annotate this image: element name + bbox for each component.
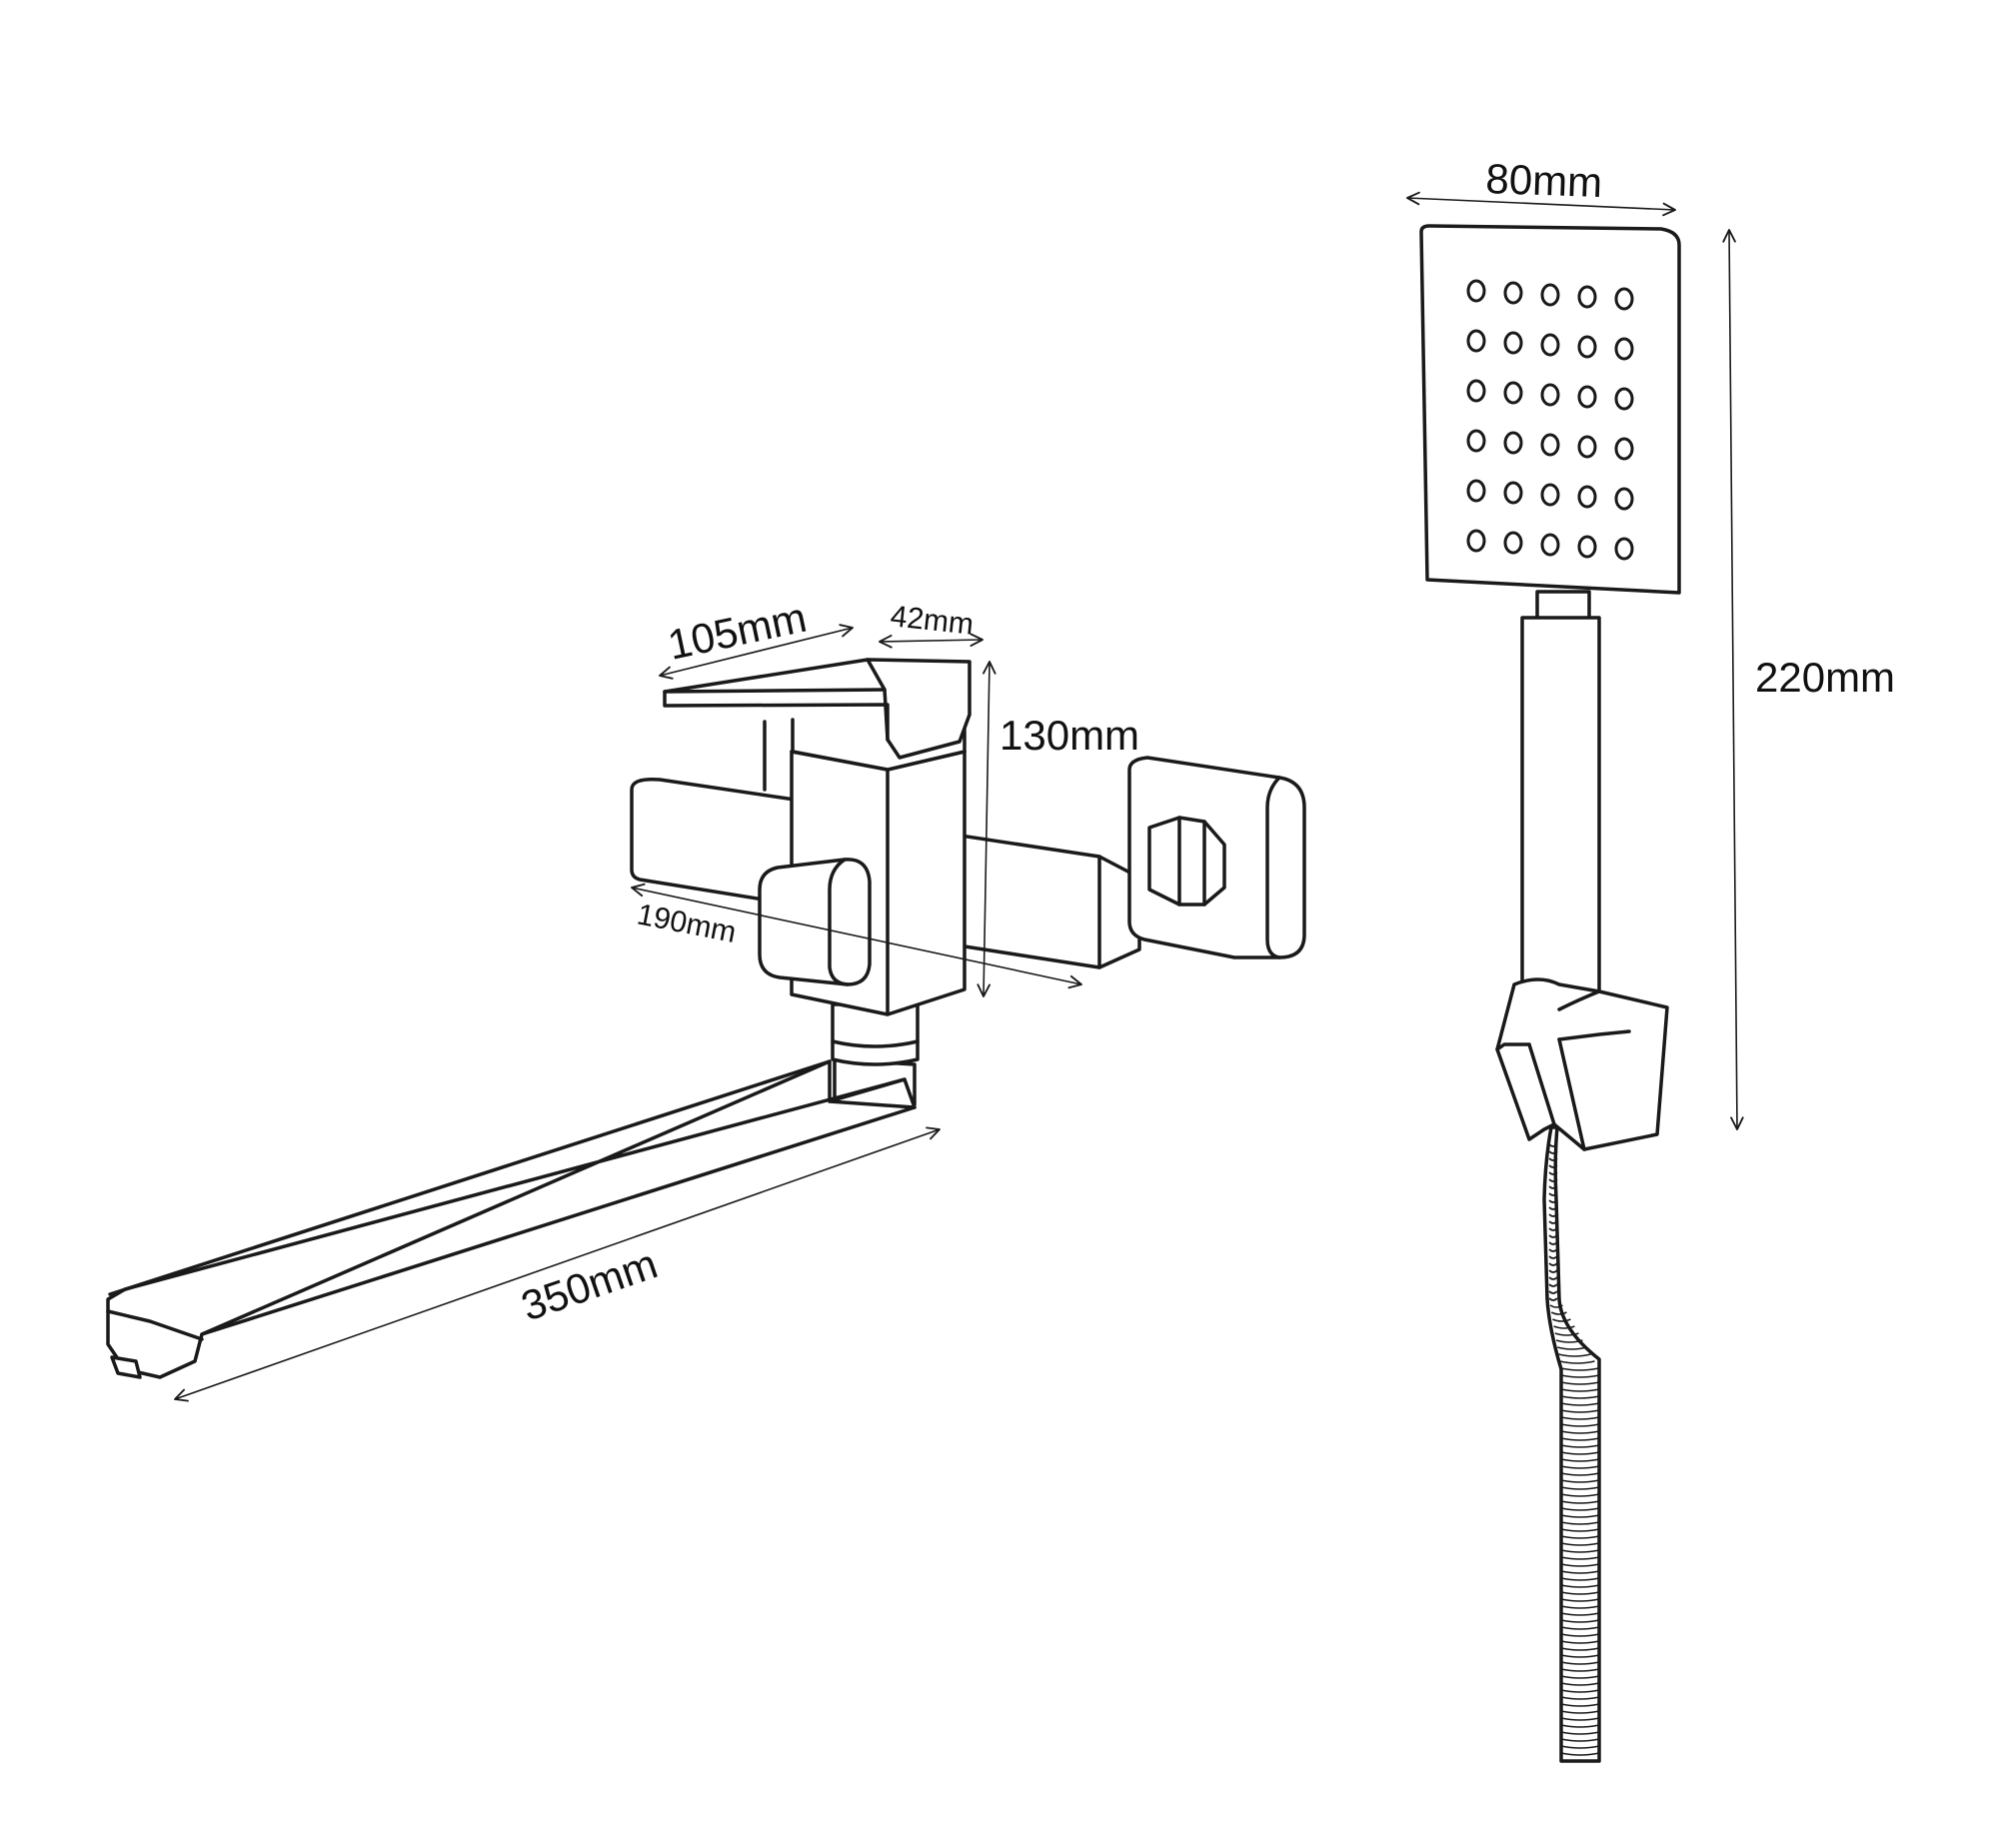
- faucet-body: [630, 658, 1306, 1016]
- nozzle: [1503, 481, 1523, 505]
- nozzle: [1577, 385, 1597, 409]
- nozzle: [1577, 285, 1597, 309]
- dim-line-head-width: [1406, 191, 1676, 217]
- nozzle: [1614, 487, 1634, 511]
- shower-dimension-lines: [1406, 191, 1744, 1130]
- nozzle: [1614, 387, 1634, 411]
- nozzle: [1466, 329, 1486, 353]
- nozzle: [1577, 485, 1597, 509]
- nozzle-grid: [1466, 279, 1634, 561]
- nozzle: [1614, 537, 1634, 561]
- nozzle: [1503, 331, 1523, 355]
- nozzle: [1540, 483, 1560, 507]
- nozzle: [1540, 283, 1560, 307]
- shower-head: [1419, 224, 1681, 595]
- dim-line-lever-length: [659, 624, 854, 680]
- dim-line-lever-width: [879, 633, 984, 649]
- nozzle: [1466, 529, 1486, 553]
- label-body-width: 190mm: [635, 898, 740, 948]
- nozzle: [1466, 379, 1486, 403]
- hand-shower: 80mm 220mm: [1406, 155, 1895, 1763]
- hose-coil-lines: [1548, 1143, 1600, 1756]
- nozzle: [1540, 433, 1560, 457]
- spout: [106, 1002, 920, 1379]
- nozzle: [1503, 381, 1523, 405]
- nozzle: [1577, 535, 1597, 559]
- nozzle: [1614, 337, 1634, 361]
- nozzle: [1466, 279, 1486, 303]
- nozzle: [1503, 531, 1523, 555]
- dim-line-total-length: [1722, 229, 1744, 1130]
- nozzle: [1540, 533, 1560, 557]
- label-lever-width: 42mm: [889, 600, 975, 642]
- dim-line-body-width: [631, 883, 1082, 989]
- nozzle: [1540, 333, 1560, 357]
- nozzle: [1577, 335, 1597, 359]
- nozzle: [1540, 383, 1560, 407]
- faucet-dimension-lines: [174, 624, 1082, 1402]
- nozzle: [1466, 479, 1486, 503]
- nozzle: [1503, 281, 1523, 305]
- shower-holder: [1495, 977, 1669, 1151]
- label-total-length: 220mm: [1755, 654, 1895, 701]
- nozzle: [1614, 437, 1634, 461]
- nozzle: [1614, 287, 1634, 311]
- hose-coil-pattern: [1548, 1143, 1600, 1756]
- label-head-width: 80mm: [1485, 155, 1603, 206]
- nozzle: [1503, 431, 1523, 455]
- faucet: 105mm 42mm 130mm 190mm 350mm: [106, 594, 1306, 1402]
- shower-hose: [1542, 1125, 1601, 1763]
- nozzle: [1466, 429, 1486, 453]
- dim-line-spout-length: [174, 1126, 941, 1402]
- label-height: 130mm: [1000, 712, 1139, 759]
- shower-dimension-labels: 80mm 220mm: [1485, 155, 1895, 701]
- nozzle: [1577, 435, 1597, 459]
